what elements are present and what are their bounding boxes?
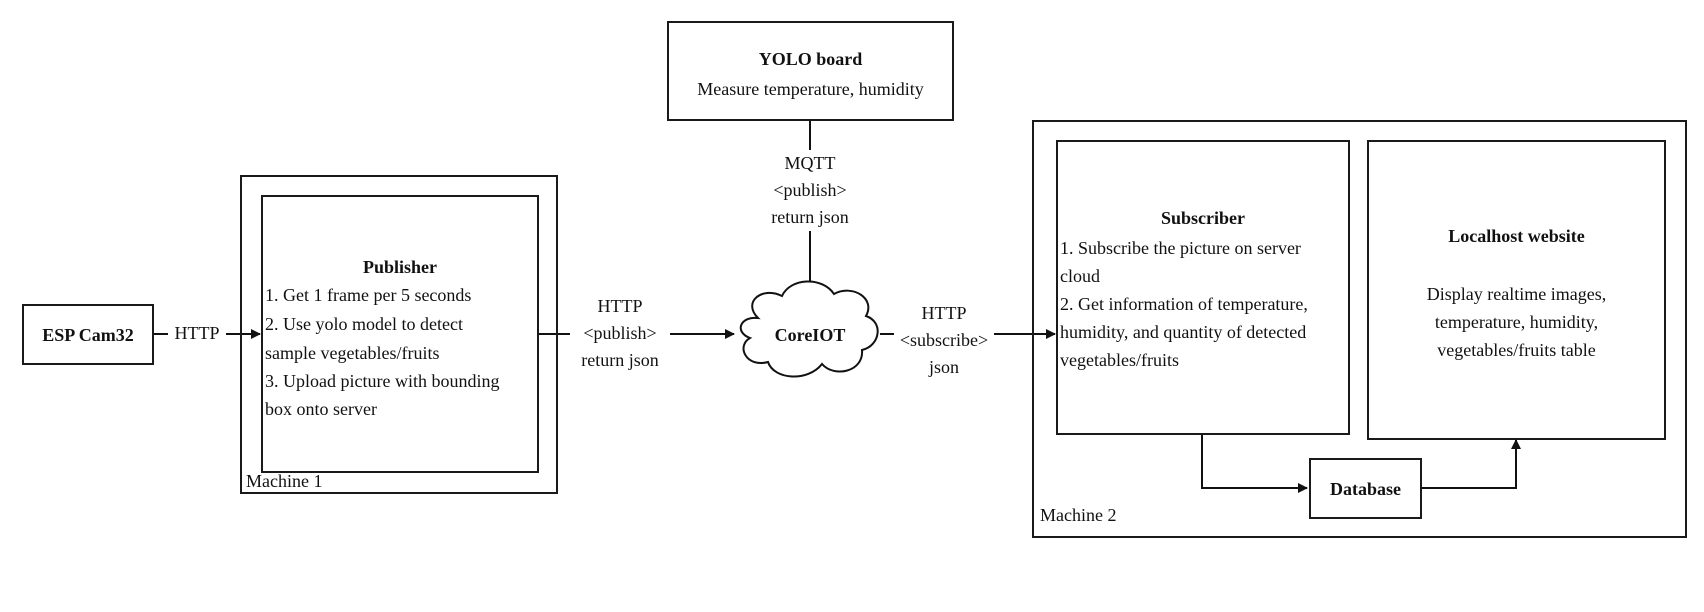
machine2-frame <box>1032 120 1687 538</box>
publisher-line-3: sample vegetables/fruits <box>265 343 440 363</box>
label-yolo-coreiot: MQTT <publish> return json <box>755 150 865 231</box>
database-title: Database <box>1330 479 1401 499</box>
label-publisher-coreiot: HTTP <publish> return json <box>570 293 670 374</box>
publisher-title: Publisher <box>362 257 437 277</box>
subscriber-line-4: humidity, and quantity of detected <box>1060 322 1307 342</box>
label-coreiot-subscriber-line-2: <subscribe> <box>899 330 989 350</box>
coreiot-cloud-shape <box>739 280 879 378</box>
esp-cam32-box: ESP Cam32 <box>22 304 154 365</box>
database-box: Database <box>1309 458 1422 519</box>
esp-cam32-title: ESP Cam32 <box>42 325 134 345</box>
label-http-esp: HTTP <box>168 320 226 347</box>
localhost-website-box: Localhost website Display realtime image… <box>1367 140 1666 440</box>
label-publisher-coreiot-line-3: return json <box>581 350 659 370</box>
publisher-line-5: box onto server <box>265 399 377 419</box>
machine2-label: Machine 2 <box>1040 505 1117 525</box>
label-yolo-coreiot-line-3: return json <box>771 207 849 227</box>
label-coreiot-subscriber-line-1: HTTP <box>921 303 967 323</box>
localhost-website-line-2: temperature, humidity, <box>1434 312 1599 332</box>
localhost-website-line-1: Display realtime images, <box>1426 284 1607 304</box>
label-publisher-coreiot-line-1: HTTP <box>597 296 643 316</box>
label-publisher-coreiot-line-2: <publish> <box>583 323 657 343</box>
arrow-subscriber-to-database <box>1201 435 1308 493</box>
subscriber-title: Subscriber <box>1160 208 1245 228</box>
publisher-box: Publisher 1. Get 1 frame per 5 seconds 2… <box>261 195 539 473</box>
machine1-label: Machine 1 <box>246 471 323 491</box>
subscriber-line-5: vegetables/fruits <box>1060 350 1179 370</box>
label-coreiot-subscriber: HTTP <subscribe> json <box>894 300 994 381</box>
yolo-board-box: YOLO board Measure temperature, humidity <box>667 21 954 121</box>
label-yolo-coreiot-line-1: MQTT <box>784 153 836 173</box>
subscriber-box: Subscriber 1. Subscribe the picture on s… <box>1056 140 1350 435</box>
publisher-line-1: 1. Get 1 frame per 5 seconds <box>265 285 472 305</box>
yolo-board-subtitle: Measure temperature, humidity <box>697 79 924 99</box>
localhost-website-title: Localhost website <box>1448 226 1585 246</box>
label-coreiot-subscriber-line-3: json <box>928 357 959 377</box>
coreiot-title: CoreIOT <box>774 325 846 345</box>
arrow-database-to-website <box>1421 439 1521 489</box>
subscriber-line-3: 2. Get information of temperature, <box>1060 294 1308 314</box>
machine1-frame <box>240 175 558 494</box>
yolo-board-title: YOLO board <box>758 49 863 69</box>
label-yolo-coreiot-line-2: <publish> <box>773 180 847 200</box>
subscriber-line-2: cloud <box>1060 266 1100 286</box>
publisher-line-2: 2. Use yolo model to detect <box>265 314 463 334</box>
publisher-line-4: 3. Upload picture with bounding <box>265 371 500 391</box>
subscriber-line-1: 1. Subscribe the picture on server <box>1060 238 1301 258</box>
localhost-website-line-3: vegetables/fruits table <box>1437 340 1596 360</box>
